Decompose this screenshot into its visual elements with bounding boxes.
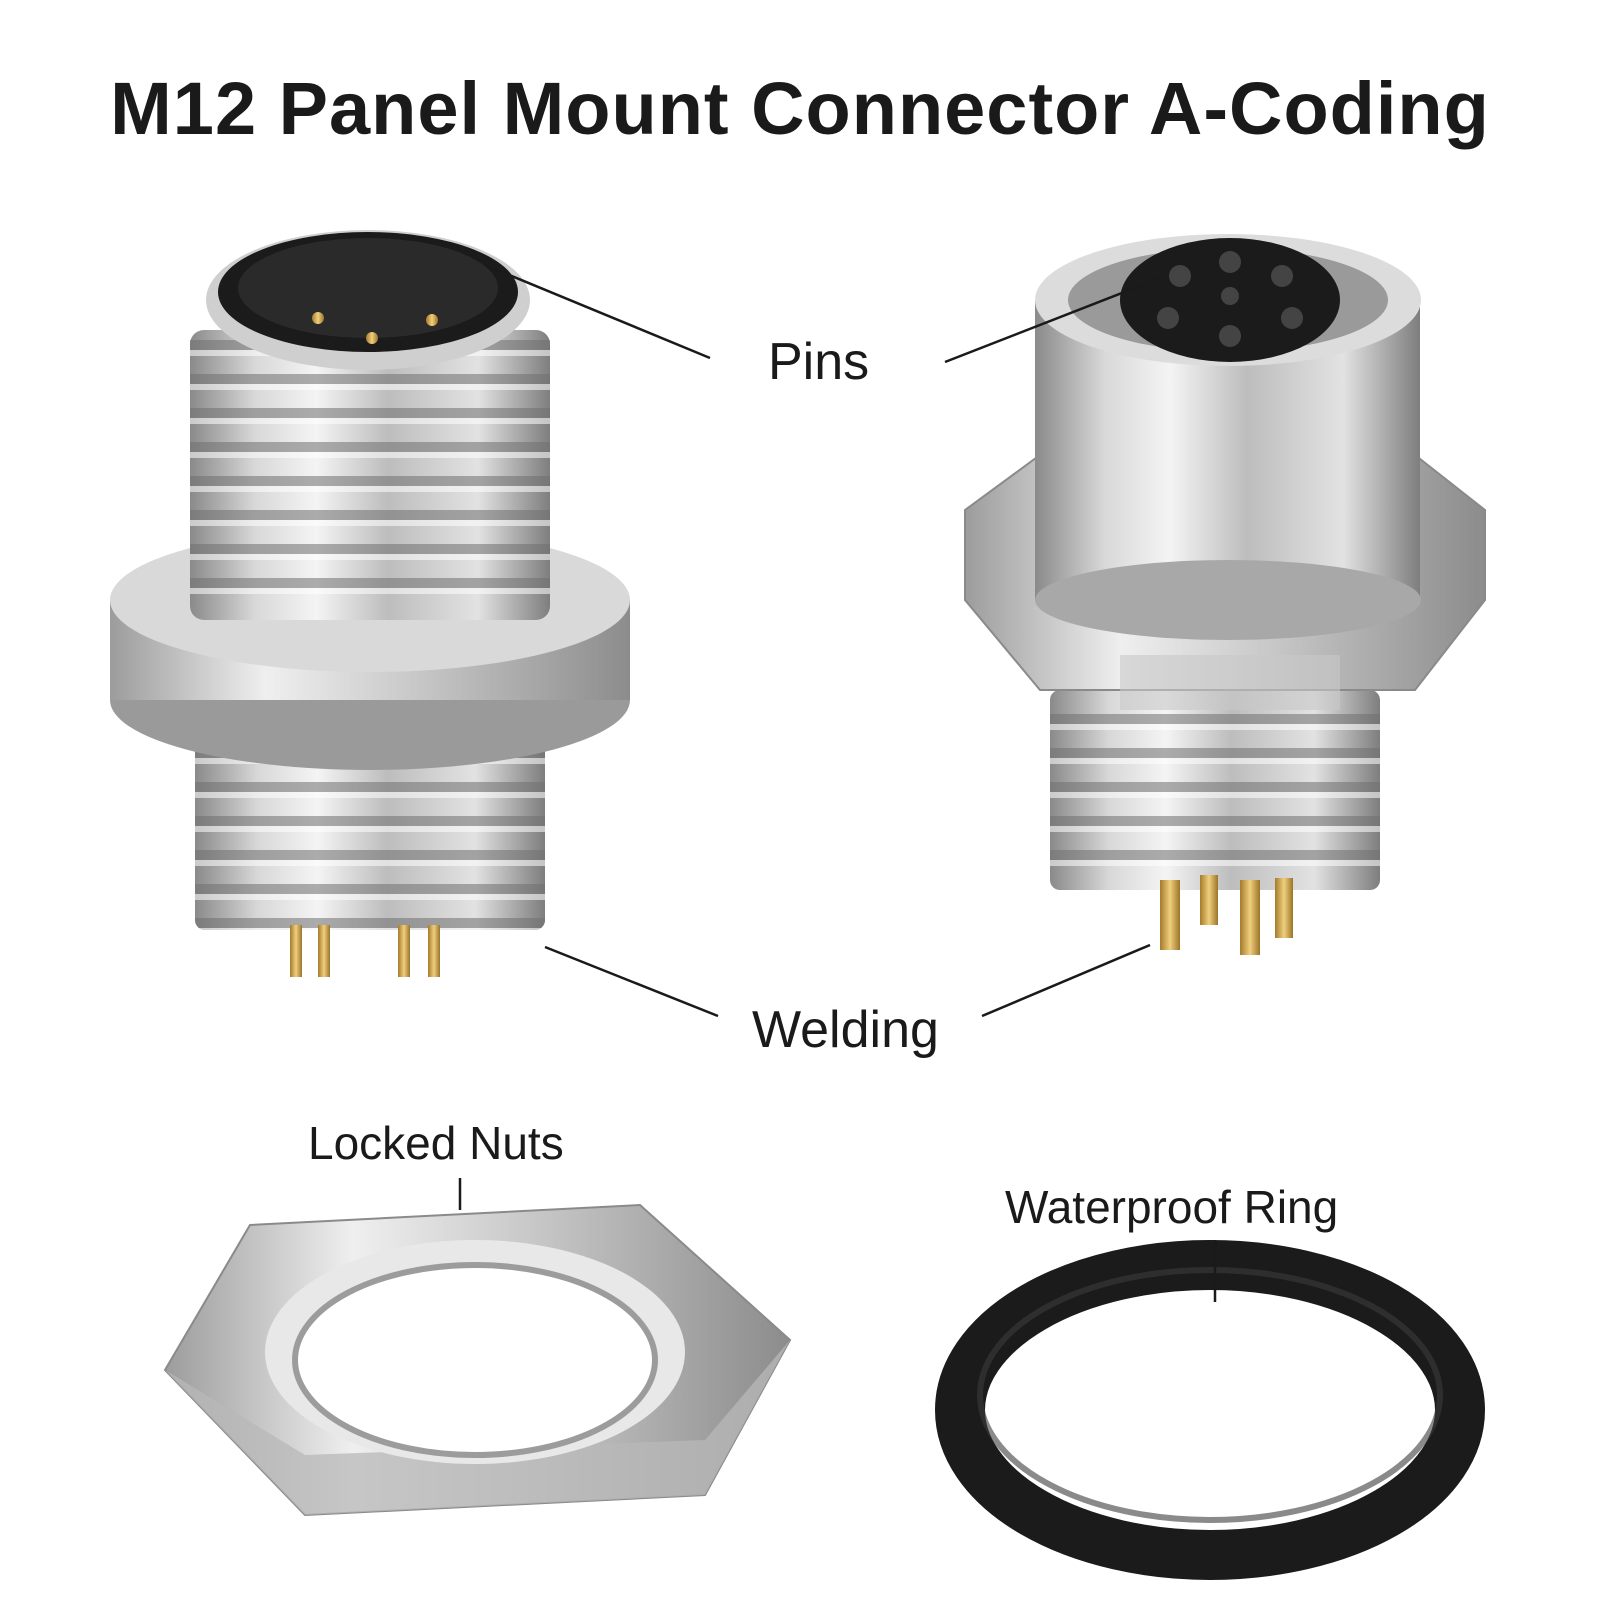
leader-pins-left <box>484 263 711 360</box>
male-connector-icon <box>110 230 630 977</box>
page-title: M12 Panel Mount Connector A-Coding <box>110 67 1490 150</box>
label-welding: Welding <box>752 1001 939 1059</box>
leader-pins-right <box>944 273 1169 364</box>
leader-welding-right <box>981 943 1151 1018</box>
female-connector-icon <box>964 234 1486 955</box>
leader-welding-left <box>544 945 719 1018</box>
leader-lines <box>458 263 1217 1302</box>
o-ring-icon <box>935 1240 1485 1580</box>
label-pins: Pins <box>768 333 870 391</box>
hex-nut-icon <box>163 1203 792 1517</box>
label-waterproof-ring: Waterproof Ring <box>1005 1181 1339 1233</box>
label-locked-nuts: Locked Nuts <box>308 1117 564 1169</box>
